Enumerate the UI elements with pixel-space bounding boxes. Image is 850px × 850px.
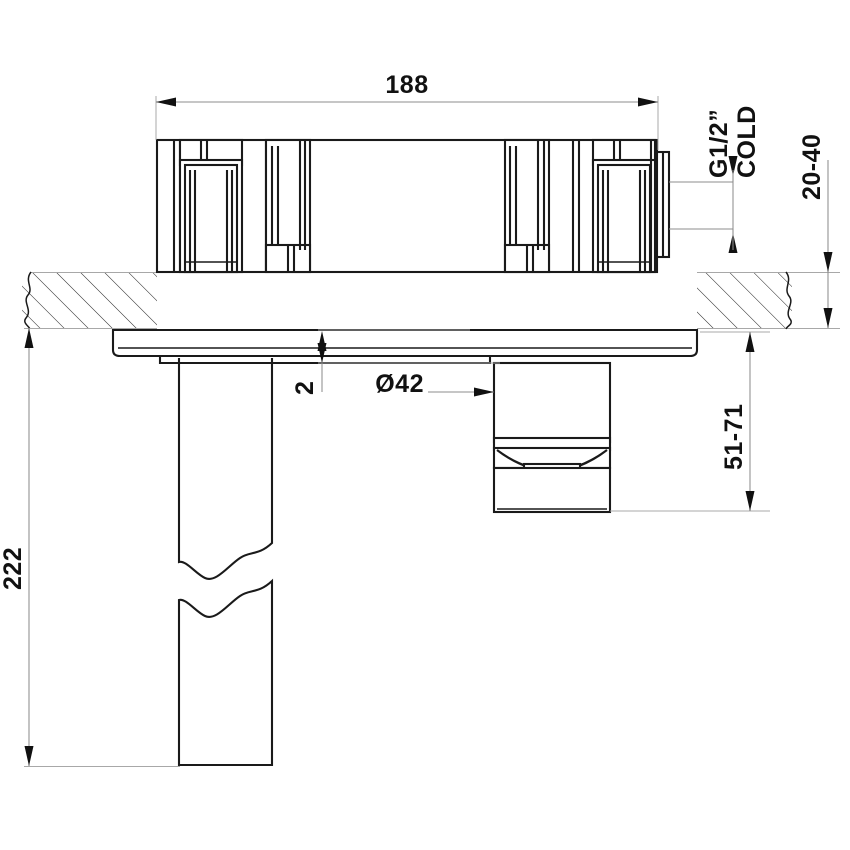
dimension-overall-height: 222 bbox=[0, 328, 180, 767]
dimension-overall-width: 188 bbox=[155, 71, 659, 150]
dimension-spout-diameter: Ø42 bbox=[375, 370, 494, 398]
lever-handle-arm bbox=[177, 358, 274, 767]
concealed-valve-body bbox=[155, 138, 671, 274]
valve-cartridge-center-right bbox=[503, 138, 551, 274]
valve-cartridge-right bbox=[591, 138, 657, 274]
valve-cartridge-center-left bbox=[264, 138, 312, 274]
dimension-flange-thickness: 2 bbox=[291, 329, 500, 395]
supply-nipple-right bbox=[655, 150, 671, 259]
dimension-wall-recess-depth: 20-40 bbox=[790, 134, 840, 329]
annotation-supply-thread-label: G1/2” bbox=[705, 109, 733, 178]
water-outlet-spout bbox=[492, 361, 612, 514]
annotation-supply-connection: G1/2” COLD bbox=[669, 105, 761, 253]
dimension-spout-diameter-label: Ø42 bbox=[375, 370, 424, 398]
dimension-overall-height-label: 222 bbox=[0, 547, 27, 590]
dimension-flange-thickness-label: 2 bbox=[291, 381, 319, 395]
dimension-overall-width-label: 188 bbox=[385, 71, 428, 99]
dimension-spout-height-label: 51-71 bbox=[720, 404, 748, 470]
cover-plate-flange bbox=[111, 328, 699, 365]
wall-section-hatched bbox=[22, 271, 792, 330]
dimension-wall-recess-depth-label: 20-40 bbox=[798, 134, 826, 200]
annotation-supply-cold-label: COLD bbox=[733, 105, 761, 178]
dimension-spout-height: 51-71 bbox=[610, 331, 770, 512]
valve-inner-wall-right bbox=[571, 140, 581, 272]
valve-cartridge-left bbox=[172, 138, 244, 274]
